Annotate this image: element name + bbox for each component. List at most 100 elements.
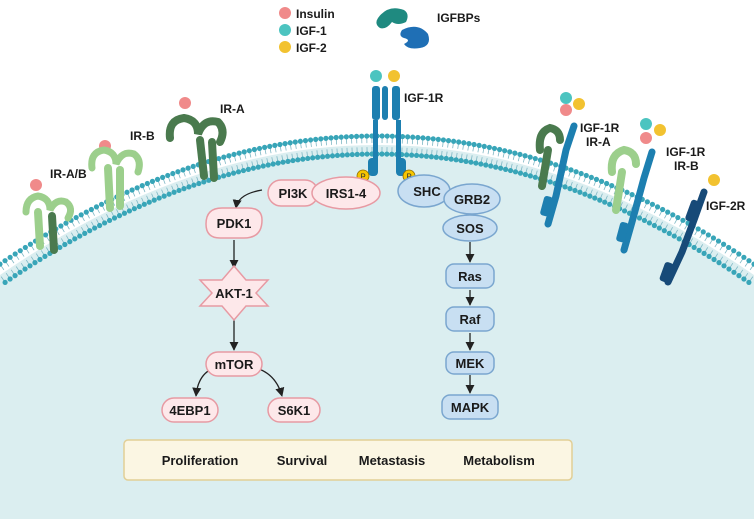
lipid-head	[481, 143, 487, 149]
lipid-head	[323, 135, 329, 141]
lipid-head	[77, 233, 83, 239]
lipid-head	[621, 208, 628, 214]
lipid-head	[466, 141, 472, 147]
lipid-head	[537, 157, 543, 163]
lipid-head	[399, 133, 406, 140]
igf1r-kinase-right	[396, 158, 406, 176]
igf1r-alpha-left-2	[382, 86, 388, 120]
insulin-ligand	[179, 97, 191, 109]
lipid-head	[181, 186, 187, 192]
lipid-head	[435, 136, 441, 142]
lipid-head	[22, 244, 28, 251]
legend-igfbps: IGFBPs	[437, 11, 481, 25]
lipid-head	[573, 169, 579, 175]
lipid-head	[131, 206, 137, 212]
lipid-head	[300, 156, 306, 162]
lipid-head	[644, 199, 650, 205]
lipid-head	[260, 163, 266, 169]
lipid-head	[324, 153, 331, 159]
lipid-head	[592, 195, 598, 201]
lipid-head	[297, 138, 303, 144]
lipid-head	[646, 220, 653, 226]
pdk1-node	[205, 207, 263, 239]
lipid-head	[410, 134, 416, 140]
lipid-head	[43, 232, 49, 238]
lipid-head	[78, 212, 84, 218]
lipid-head	[186, 184, 192, 190]
lipid-head	[206, 177, 212, 183]
lipid-head	[121, 210, 128, 216]
lipid-head	[582, 191, 588, 197]
lipid-head	[328, 135, 334, 141]
lipid-head	[430, 136, 436, 142]
hybrid-a-igf1r-half	[544, 122, 578, 228]
lipid-head	[245, 166, 251, 172]
lipid-head	[344, 152, 350, 158]
igf2-ligand	[708, 174, 720, 186]
lipid-head	[144, 180, 150, 187]
lipid-head	[741, 254, 747, 260]
akt-node	[198, 264, 270, 322]
hybrid-igf1r-irb	[607, 118, 666, 254]
lipid-head	[666, 230, 672, 236]
hybrid-b-label-1: IGF-1R	[666, 145, 706, 159]
igf1r-receptor: P P	[356, 70, 416, 183]
lipid-head	[146, 199, 152, 205]
hybrid-a-ir-half	[535, 123, 564, 154]
lipid-head	[27, 241, 34, 247]
ir-b-stalk	[104, 164, 114, 212]
lipid-head	[156, 195, 162, 201]
hybrid-b-label-2: IR-B	[674, 159, 699, 173]
lipid-head	[451, 138, 457, 144]
lipid-head	[379, 151, 385, 157]
hybrid-igf1r-ira	[535, 92, 585, 228]
lipid-head	[567, 186, 573, 192]
lipid-head	[527, 173, 533, 179]
hybrid-b-ir-half	[607, 145, 640, 176]
lipid-head	[67, 239, 73, 245]
lipid-head	[609, 183, 615, 189]
igf2r-tail	[659, 262, 674, 283]
lipid-head	[691, 244, 697, 251]
lipid-head	[532, 155, 538, 162]
lipid-head	[267, 143, 273, 149]
lipid-head	[463, 158, 469, 164]
lipid-head	[527, 154, 533, 160]
lipid-head	[507, 149, 513, 155]
outcome-metabolism: Metabolism	[463, 453, 535, 468]
lipid-head	[517, 170, 524, 176]
igf1r-alpha-right	[392, 86, 400, 120]
hybrid-b-kinase	[616, 221, 629, 243]
lipid-head	[307, 137, 314, 143]
lipid-head	[415, 134, 421, 141]
lipid-head	[129, 187, 135, 193]
lipid-head	[27, 263, 33, 269]
igf2-legend-dot	[279, 41, 291, 53]
lipid-head	[175, 169, 181, 175]
lipid-head	[225, 171, 232, 178]
lipid-head	[468, 159, 474, 165]
igf2r-receptor	[659, 174, 720, 286]
lipid-head	[641, 217, 648, 224]
sos-label: SOS	[456, 221, 484, 236]
pdk1-label: PDK1	[217, 216, 252, 231]
ras-label: Ras	[458, 269, 482, 284]
hybrid-b-igf1r-half	[620, 148, 656, 254]
lipid-head	[593, 176, 600, 182]
arrow-pi3k-pdk1	[232, 189, 263, 209]
lipid-head	[547, 179, 553, 185]
phospho-label-right: P	[406, 173, 411, 182]
lipid-head	[136, 203, 142, 210]
lipid-head	[154, 176, 161, 182]
igfbp-icon-1	[376, 8, 408, 29]
ras-node	[445, 263, 495, 289]
lipid-head	[32, 260, 38, 266]
lipid-head	[17, 248, 23, 254]
legend-insulin: Insulin	[296, 7, 335, 21]
lipid-head	[176, 187, 182, 194]
lipid-head	[353, 133, 360, 139]
lipid-head	[384, 151, 390, 157]
lipid-head	[715, 238, 722, 244]
lipid-head	[604, 180, 610, 187]
